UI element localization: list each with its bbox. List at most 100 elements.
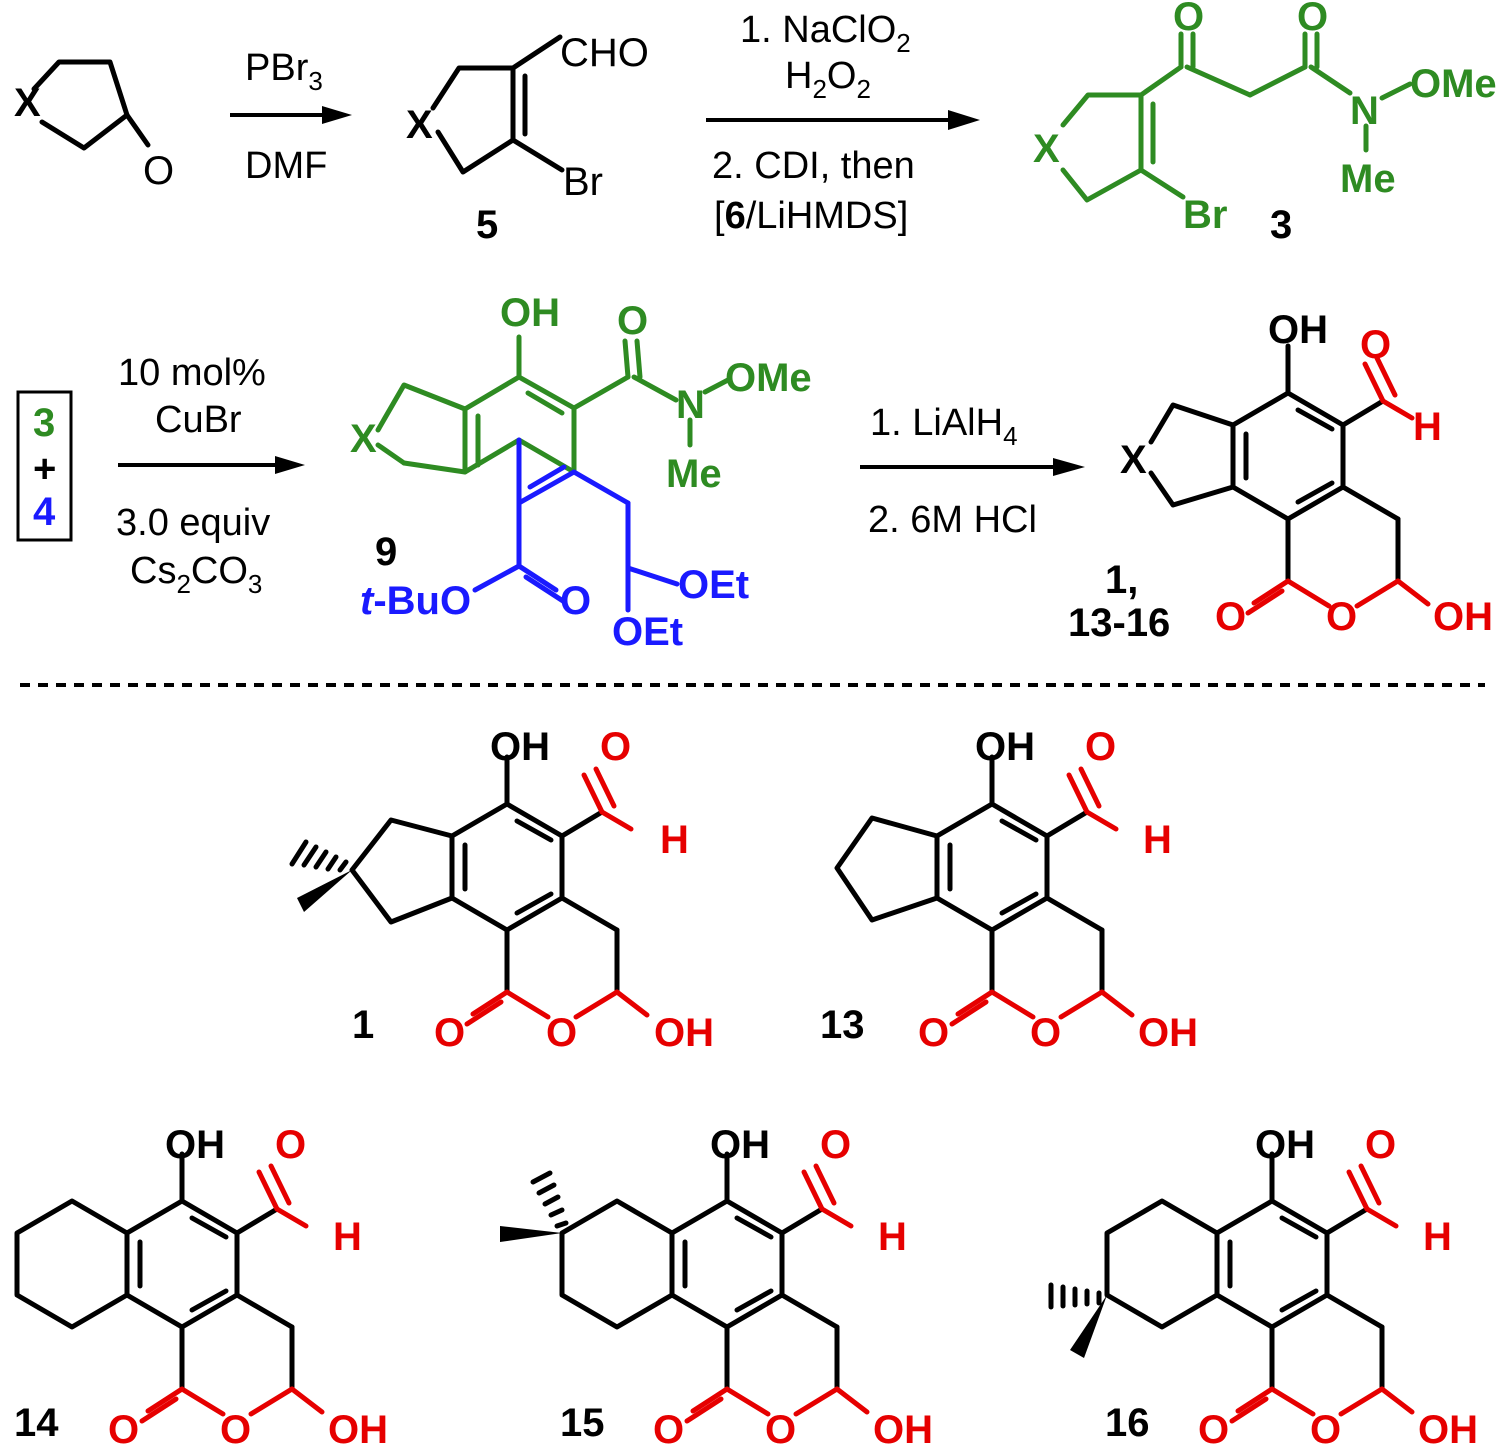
hashed-wedge [289, 839, 349, 873]
atom-o: O [765, 1408, 796, 1450]
reagent-naclo2: 1. NaClO2 [740, 9, 911, 58]
group-oh: OH [165, 1123, 225, 1167]
hashed-wedge [1048, 1282, 1102, 1310]
compound-13: OH O H O O OH 13 [820, 725, 1198, 1055]
atom-br: Br [563, 160, 603, 204]
group-oh: OH [500, 291, 560, 335]
group-me: Me [666, 452, 722, 496]
compound-label-3: 3 [1270, 203, 1292, 247]
reagent-dmf: DMF [245, 145, 327, 187]
group-oh: OH [1268, 308, 1328, 352]
reagent-cubr: CuBr [155, 399, 242, 441]
group-oh: OH [1433, 595, 1493, 639]
group-oh: OH [873, 1408, 933, 1450]
compound-16: OH O H O O OH 16 [1048, 1123, 1478, 1450]
group-cho: CHO [560, 31, 649, 75]
compound-label-9: 9 [375, 530, 397, 574]
compound-9: X OH O N OMe Me t-BuO O OEt OEt 9 [350, 291, 812, 654]
atom-h: H [878, 1215, 907, 1259]
starting-ketone: X O [14, 59, 174, 193]
group-oet: OEt [678, 563, 749, 607]
compound-label-16: 16 [1105, 1401, 1150, 1445]
atom-o: O [546, 1011, 577, 1055]
atom-x: X [14, 81, 41, 125]
reaction-arrow-4 [860, 458, 1085, 476]
atom-o: O [220, 1408, 251, 1450]
reagent-hcl: 2. 6M HCl [868, 499, 1037, 541]
atom-h: H [660, 818, 689, 862]
compound-label-15: 15 [560, 1401, 605, 1445]
box-compound-4: 4 [33, 490, 56, 534]
atom-h: H [333, 1215, 362, 1259]
atom-o: O [1030, 1011, 1061, 1055]
atom-o: O [108, 1408, 139, 1450]
atom-o: O [1215, 595, 1246, 639]
atom-o: O [617, 299, 648, 343]
reagent-cubr-loading: 10 mol% [118, 352, 266, 394]
atom-o: O [1326, 595, 1357, 639]
atom-o: O [820, 1123, 851, 1167]
hashed-wedge [530, 1170, 569, 1229]
compound-label-5: 5 [476, 203, 498, 247]
atom-o: O [1173, 0, 1204, 39]
reagent-cdi: 2. CDI, then [712, 145, 915, 187]
reagent-h2o2: H2O2 [785, 55, 871, 104]
bold-wedge [1070, 1295, 1107, 1358]
group-oet: OEt [612, 610, 683, 654]
atom-x: X [1033, 127, 1060, 171]
reagent-cs2co3: Cs2CO3 [130, 550, 262, 599]
atom-o: O [918, 1011, 949, 1055]
group-me: Me [1340, 157, 1396, 201]
group-oh: OH [1255, 1123, 1315, 1167]
reactant-box: 3 + 4 [16, 390, 73, 542]
atom-n: N [676, 383, 705, 427]
bold-wedge [297, 870, 352, 912]
atom-o: O [1297, 0, 1328, 39]
bold-wedge [500, 1226, 562, 1242]
reaction-arrow-1 [230, 106, 352, 124]
group-oh: OH [328, 1408, 388, 1450]
group-ome: OMe [1410, 62, 1497, 106]
atom-h: H [1423, 1215, 1452, 1259]
atom-o: O [1085, 725, 1116, 769]
atom-h: H [1143, 818, 1172, 862]
group-oh: OH [490, 725, 550, 769]
atom-o: O [434, 1011, 465, 1055]
atom-o: O [143, 149, 174, 193]
atom-o: O [1360, 323, 1391, 367]
atom-o: O [1310, 1408, 1341, 1450]
atom-o: O [600, 725, 631, 769]
atom-h: H [1413, 405, 1442, 449]
atom-o: O [560, 579, 591, 623]
atom-n: N [1350, 89, 1379, 133]
atom-o: O [1198, 1408, 1229, 1450]
group-oh: OH [975, 725, 1035, 769]
reaction-arrow-3 [118, 456, 305, 474]
group-ome: OMe [725, 356, 812, 400]
atom-x: X [406, 103, 433, 147]
compound-label-series-range: 13-16 [1068, 601, 1170, 645]
compound-15: OH O H O O OH 15 [500, 1123, 933, 1450]
compound-5: X CHO Br 5 [406, 31, 649, 247]
compound-14: OH O H O O OH 14 [14, 1123, 388, 1450]
box-plus: + [33, 447, 56, 491]
reaction-arrow-2 [706, 110, 980, 130]
compound-1: OH O H O O OH 1 [289, 725, 714, 1055]
reagent-cs2co3-equiv: 3.0 equiv [116, 502, 270, 544]
atom-x: X [1120, 438, 1147, 482]
atom-o: O [275, 1123, 306, 1167]
box-compound-3: 3 [33, 401, 55, 445]
reagent-lihmds: [6/LiHMDS] [714, 195, 908, 237]
atom-br: Br [1183, 193, 1227, 237]
group-oh: OH [1138, 1011, 1198, 1055]
group-oh: OH [1418, 1408, 1478, 1450]
atom-o: O [1365, 1123, 1396, 1167]
compound-3: X O O N OMe Me Br 3 [1033, 0, 1497, 247]
reagent-lialh4: 1. LiAlH4 [870, 402, 1018, 451]
atom-o: O [653, 1408, 684, 1450]
compound-general-product: X OH O H O O OH 1, 13-16 [1068, 308, 1493, 645]
group-oh: OH [710, 1123, 770, 1167]
compound-label-1: 1 [352, 1003, 374, 1047]
group-oh: OH [654, 1011, 714, 1055]
